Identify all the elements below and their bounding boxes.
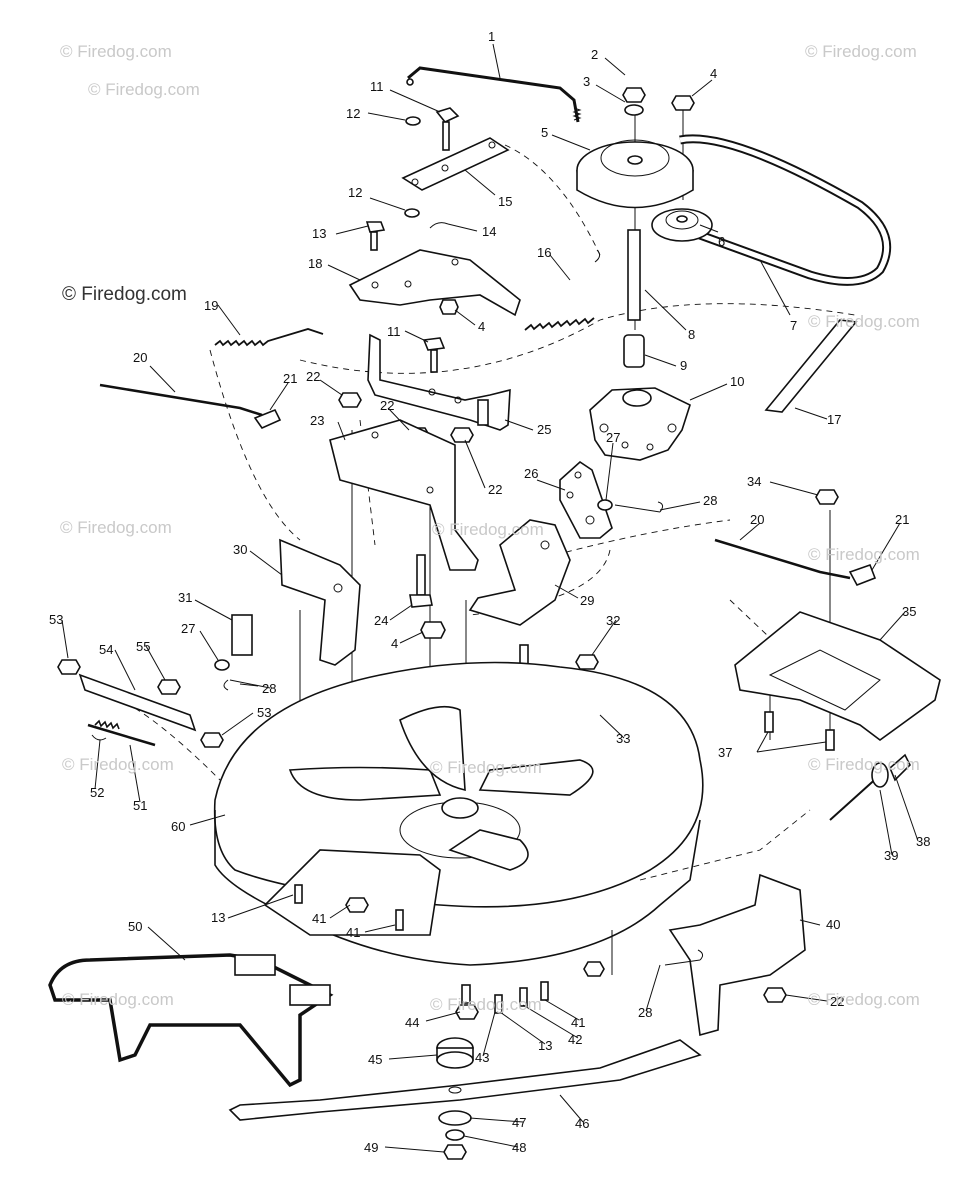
callout-3: 3	[583, 74, 590, 89]
callout-35: 35	[902, 604, 916, 619]
callout-39: 39	[884, 848, 898, 863]
callout-60: 60	[171, 819, 185, 834]
callout-22c: 22	[488, 482, 502, 497]
callout-13b: 13	[211, 910, 225, 925]
callout-12: 12	[346, 106, 360, 121]
watermark: © Firedog.com	[60, 518, 172, 537]
callout-51: 51	[133, 798, 147, 813]
callout-41c: 41	[571, 1015, 585, 1030]
callout-1: 1	[488, 29, 495, 44]
callout-21: 21	[283, 371, 297, 386]
callout-22: 22	[306, 369, 320, 384]
callout-20: 20	[133, 350, 147, 365]
callout-33: 33	[616, 731, 630, 746]
callout-4: 4	[710, 66, 717, 81]
callout-27: 27	[606, 430, 620, 445]
watermark: © Firedog.com	[88, 80, 200, 99]
callout-42: 42	[568, 1032, 582, 1047]
callout-28: 28	[703, 493, 717, 508]
watermark: © Firedog.com	[60, 42, 172, 61]
watermark: © Firedog.com	[808, 545, 920, 564]
callout-50: 50	[128, 919, 142, 934]
callout-26: 26	[524, 466, 538, 481]
callout-31: 31	[178, 590, 192, 605]
callout-labels: 1 2 3 4 5 11 12 15 12 14 13 18 16 6 4 7 …	[49, 29, 930, 1155]
callout-19: 19	[204, 298, 218, 313]
callout-30: 30	[233, 542, 247, 557]
callout-23: 23	[310, 413, 324, 428]
callout-37: 37	[718, 745, 732, 760]
callout-53: 53	[49, 612, 63, 627]
callout-18: 18	[308, 256, 322, 271]
callout-13: 13	[312, 226, 326, 241]
callout-13c: 13	[538, 1038, 552, 1053]
callout-10: 10	[730, 374, 744, 389]
callout-14: 14	[482, 224, 496, 239]
callout-4c: 4	[391, 636, 398, 651]
watermark: © Firedog.com	[62, 284, 187, 305]
callout-7: 7	[790, 318, 797, 333]
callout-6: 6	[718, 234, 725, 249]
callout-34: 34	[747, 474, 761, 489]
watermark: © Firedog.com	[432, 520, 544, 539]
watermark: © Firedog.com	[805, 42, 917, 61]
callout-8: 8	[688, 327, 695, 342]
callout-12b: 12	[348, 185, 362, 200]
callout-21b: 21	[895, 512, 909, 527]
callout-45: 45	[368, 1052, 382, 1067]
callout-29: 29	[580, 593, 594, 608]
callout-55: 55	[136, 639, 150, 654]
callout-20b: 20	[750, 512, 764, 527]
callout-28b: 28	[262, 681, 276, 696]
parts-group	[48, 66, 941, 1160]
leader-lines	[61, 43, 919, 1153]
callout-16: 16	[537, 245, 551, 260]
callout-24: 24	[374, 613, 388, 628]
callout-49: 49	[364, 1140, 378, 1155]
callout-11: 11	[370, 79, 384, 94]
callout-25: 25	[537, 422, 551, 437]
callout-22d: 22	[830, 994, 844, 1009]
callout-2: 2	[591, 47, 598, 62]
callout-44: 44	[405, 1015, 419, 1030]
callout-4b: 4	[478, 319, 485, 334]
watermark: © Firedog.com	[62, 755, 174, 774]
watermark: © Firedog.com	[808, 755, 920, 774]
callout-5: 5	[541, 125, 548, 140]
callout-28c: 28	[638, 1005, 652, 1020]
callout-15: 15	[498, 194, 512, 209]
callout-41: 41	[312, 911, 326, 926]
callout-53b: 53	[257, 705, 271, 720]
callout-52: 52	[90, 785, 104, 800]
callout-22b: 22	[380, 398, 394, 413]
callout-54: 54	[99, 642, 113, 657]
callout-17: 17	[827, 412, 841, 427]
callout-40: 40	[826, 917, 840, 932]
watermark: © Firedog.com	[430, 758, 542, 777]
watermark: © Firedog.com	[430, 995, 542, 1014]
callout-46: 46	[575, 1116, 589, 1131]
callout-43: 43	[475, 1050, 489, 1065]
callout-48: 48	[512, 1140, 526, 1155]
callout-47: 47	[512, 1115, 526, 1130]
watermark: © Firedog.com	[808, 312, 920, 331]
callout-41b: 41	[346, 925, 360, 940]
callout-11b: 11	[387, 324, 401, 339]
callout-9: 9	[680, 358, 687, 373]
watermark: © Firedog.com	[62, 990, 174, 1009]
callout-27b: 27	[181, 621, 195, 636]
callout-32: 32	[606, 613, 620, 628]
callout-38: 38	[916, 834, 930, 849]
watermark: © Firedog.com	[808, 990, 920, 1009]
